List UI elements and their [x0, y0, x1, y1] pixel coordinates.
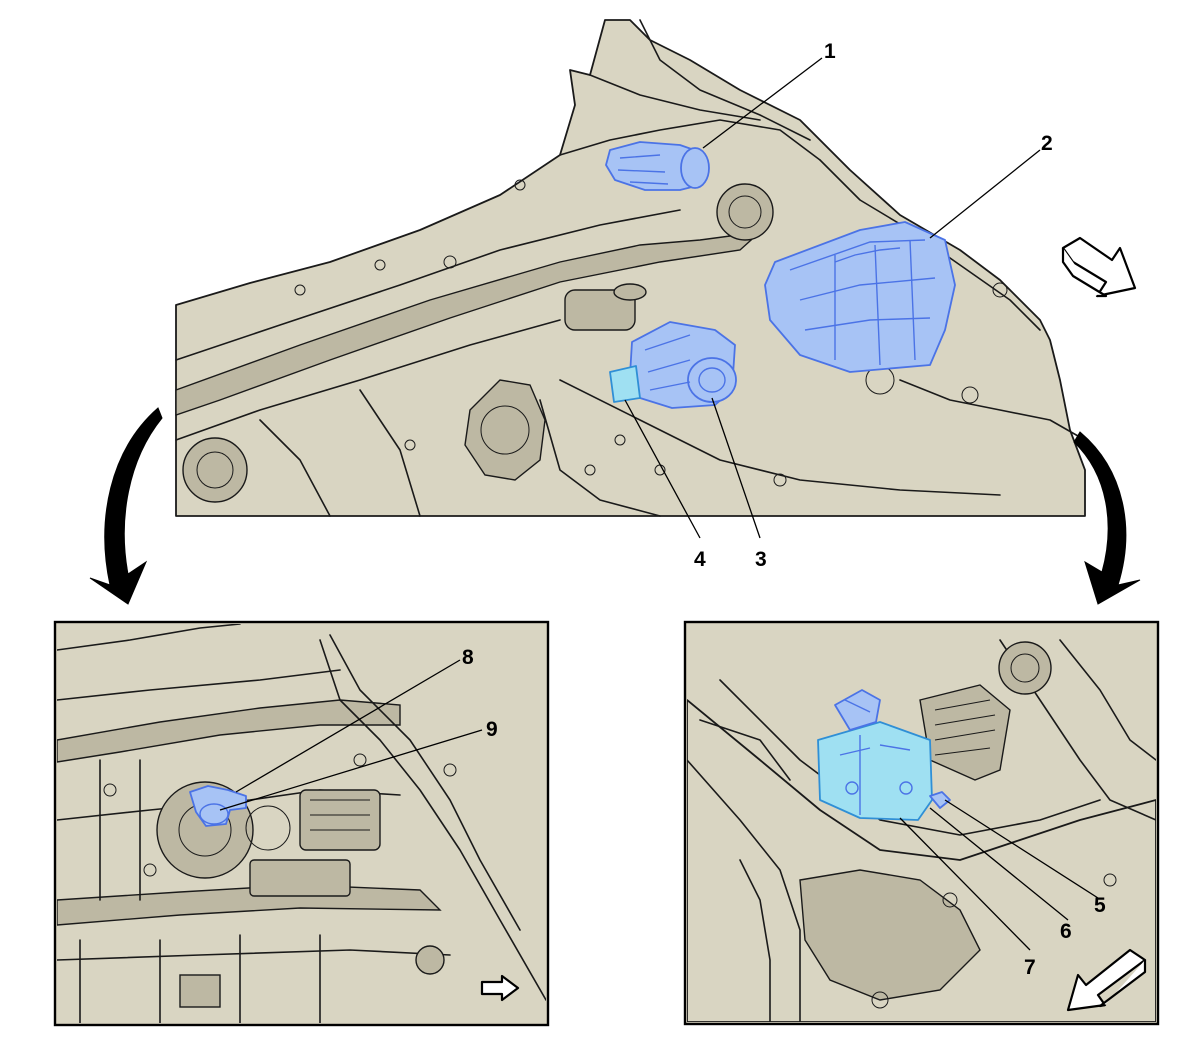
- component-battery-bracket: [834, 689, 881, 731]
- component-8-9-reservoir: [189, 785, 247, 827]
- zoom-arrow-right-icon: [1073, 431, 1141, 605]
- strut-tower-right: [716, 183, 774, 241]
- callout-7: 7: [1024, 956, 1036, 979]
- component-4-abs-bracket: [609, 365, 641, 403]
- callout-9: 9: [486, 718, 498, 741]
- callout-6: 6: [1060, 920, 1072, 943]
- callout-4: 4: [694, 548, 706, 571]
- callout-3: 3: [755, 548, 767, 571]
- brake-booster: [464, 379, 546, 481]
- forward-arrow-main-icon: [1061, 236, 1137, 298]
- component-1-actuator: [605, 141, 710, 191]
- strut-tower-inset: [998, 641, 1052, 695]
- component-2-control-box: [764, 221, 956, 373]
- zoom-arrow-left-icon: [89, 407, 163, 605]
- component-7-battery: [817, 721, 933, 821]
- callout-5: 5: [1094, 894, 1106, 917]
- right-inset-view: 5 6 7: [683, 620, 1160, 1026]
- component-3-abs-modulator: [629, 321, 737, 409]
- strut-tower-left: [182, 437, 248, 503]
- callout-1: 1: [824, 40, 836, 63]
- main-engine-compartment-view: 1 2 3 4: [175, 19, 1137, 571]
- brake-reservoir: [564, 289, 636, 331]
- left-inset-view: 8 9: [53, 620, 550, 1027]
- cowl-beam: [175, 231, 763, 416]
- callout-8: 8: [462, 646, 474, 669]
- forward-arrow-right-inset-icon: [1066, 948, 1147, 1012]
- component-5-6-terminal: [929, 791, 951, 809]
- callout-2: 2: [1041, 132, 1053, 155]
- forward-arrow-left-inset-icon: [480, 974, 520, 1002]
- inset-module: [299, 789, 381, 851]
